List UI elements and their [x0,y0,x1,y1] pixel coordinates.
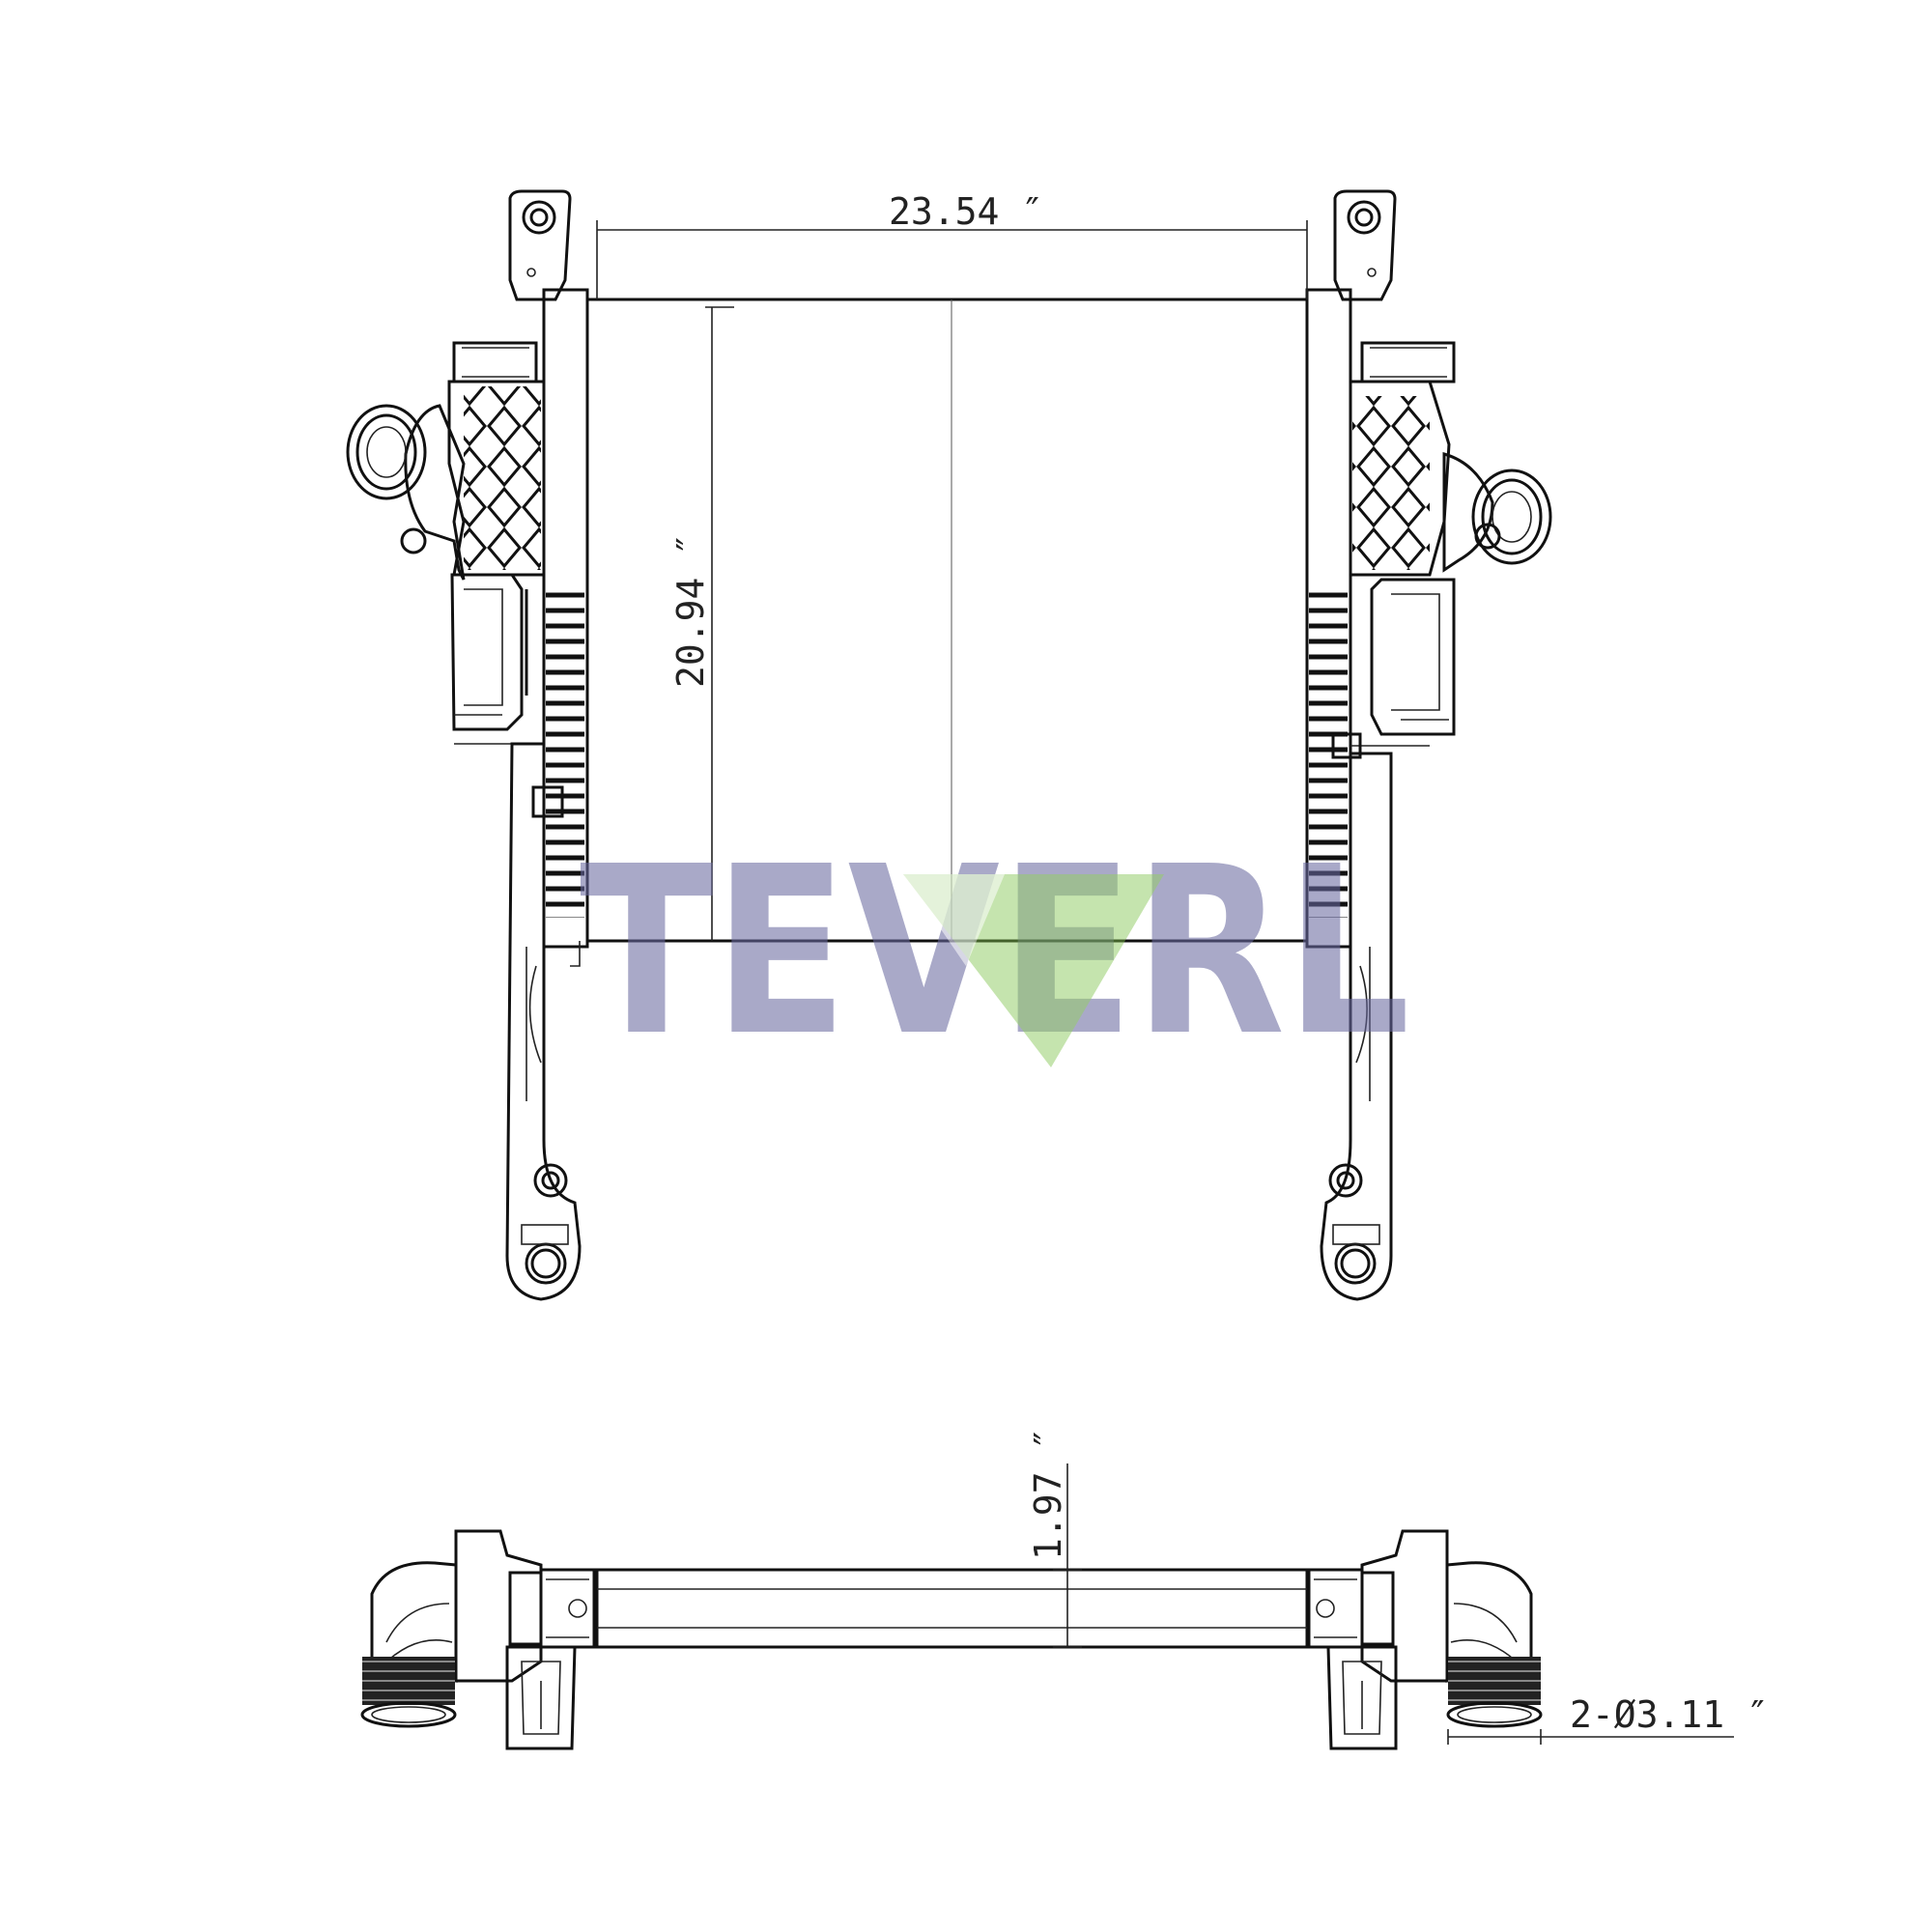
right-honeycomb [1352,396,1430,570]
width-dimension-label: 23.54 ″ [889,190,1043,233]
watermark-logo: TEVERL [580,816,1410,1087]
side-right-end [1307,1529,1543,1750]
watermark-green-chevron [903,874,1164,1067]
side-core [595,1568,1309,1649]
side-left-end [360,1529,596,1750]
width-dimension [596,220,1308,299]
left-tank-fins [546,589,584,918]
left-tank [346,189,589,1301]
port-diameter-dimension [1447,1729,1734,1745]
height-dimension [705,306,734,941]
watermark-text: TEVERL [580,816,1410,1087]
thickness-dimension [1053,1463,1082,1648]
port-diameter-dimension-label: 2-Ø3.11 ″ [1570,1693,1769,1736]
side-view: 1.97 ″ 2-Ø3.11 ″ [360,1428,1769,1750]
front-view: 23.54 ″ 20.94 ″ [346,189,1552,1301]
left-honeycomb [464,386,541,570]
right-tank-fins [1309,589,1348,918]
thickness-dimension-label: 1.97 ″ [1027,1428,1069,1560]
height-dimension-label: 20.94 ″ [669,533,712,688]
right-tank [1305,189,1552,1301]
